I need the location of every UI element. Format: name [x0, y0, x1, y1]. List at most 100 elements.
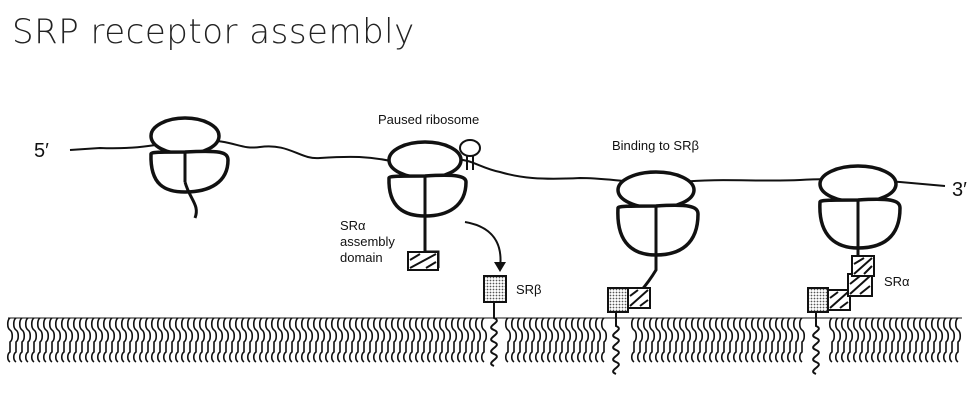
lipid-tail [740, 318, 745, 362]
lipid-tail [98, 318, 103, 362]
lipid-tail [674, 318, 679, 362]
lipid-tail [734, 318, 739, 362]
lipid-tail [56, 318, 61, 362]
ribosome-3 [618, 172, 698, 292]
lipid-tail [146, 318, 151, 362]
lipid-tail [722, 318, 727, 362]
sr-alpha-label-line2: assembly [340, 234, 395, 249]
lipid-tail [842, 318, 847, 362]
lipid-tail [230, 318, 235, 362]
lipid-tail [50, 318, 55, 362]
lipid-tail [596, 318, 601, 362]
lipid-tail [254, 318, 259, 362]
lipid-tail [776, 318, 781, 362]
lipid-tail [350, 318, 355, 362]
binding-label: Binding to SRβ [612, 138, 699, 153]
complex-3 [608, 288, 650, 312]
lipid-tail [356, 318, 361, 362]
lipid-tail [200, 318, 205, 362]
lipid-tail [638, 318, 643, 362]
lipid-tail [422, 318, 427, 362]
lipid-tail [128, 318, 133, 362]
lipid-tail [176, 318, 181, 362]
ribosome-4 [820, 166, 900, 262]
lipid-tail [686, 318, 691, 362]
page-title: SRP receptor assembly [12, 12, 415, 52]
lipid-tail [470, 318, 475, 362]
lipid-tail [668, 318, 673, 362]
lipid-tail [440, 318, 445, 362]
lipid-tail [170, 318, 175, 362]
lipid-tail [314, 318, 319, 362]
lipid-tail [704, 318, 709, 362]
lipid-tail [302, 318, 307, 362]
lipid-tail [398, 318, 403, 362]
lipid-tail [710, 318, 715, 362]
five-prime-label: 5′ [34, 140, 49, 162]
lipid-tail [860, 318, 865, 362]
lipid-tail [836, 318, 841, 362]
lipid-tail [62, 318, 67, 362]
lipid-tail [950, 318, 955, 362]
lipid-tail [482, 318, 487, 362]
lipid-tail [764, 318, 769, 362]
lipid-tail [476, 318, 481, 362]
lipid-tail [800, 318, 805, 362]
lipid-tail [572, 318, 577, 362]
lipid-tail [878, 318, 883, 362]
lipid-tail [74, 318, 79, 362]
lipid-tail [434, 318, 439, 362]
lipid-tail [194, 318, 199, 362]
lipid-tail [380, 318, 385, 362]
lipid-tail [866, 318, 871, 362]
lipid-tail [110, 318, 115, 362]
lipid-tail [692, 318, 697, 362]
lipid-tail [272, 318, 277, 362]
lipid-tail [410, 318, 415, 362]
lipid-tail [248, 318, 253, 362]
lipid-tail [728, 318, 733, 362]
lipid-tail [116, 318, 121, 362]
lipid-tail [284, 318, 289, 362]
lipid-tail [932, 318, 937, 362]
lipid-tail [266, 318, 271, 362]
lipid-tail [752, 318, 757, 362]
lipid-tail [872, 318, 877, 362]
lipid-tail [26, 318, 31, 362]
lipid-tail [560, 318, 565, 362]
lipid-tail [884, 318, 889, 362]
lipid-tail [8, 318, 13, 362]
lipid-tail [374, 318, 379, 362]
lipid-tail [926, 318, 931, 362]
lipid-tail [320, 318, 325, 362]
lipid-tail [416, 318, 421, 362]
lipid-tail [164, 318, 169, 362]
assembly-arrow [465, 222, 501, 268]
lipid-tail [554, 318, 559, 362]
sr-alpha-label-line1: SRα [340, 218, 366, 233]
lipid-tail [452, 318, 457, 362]
lipid-tail [584, 318, 589, 362]
lipid-tail [158, 318, 163, 362]
lipid-tail [290, 318, 295, 362]
lipid-tail [644, 318, 649, 362]
lipid-tail [464, 318, 469, 362]
lipid-tail [206, 318, 211, 362]
lipid-tail [896, 318, 901, 362]
lipid-tail [914, 318, 919, 362]
lipid-tail [212, 318, 217, 362]
lipid-tail [68, 318, 73, 362]
sr-beta-helix-1 [491, 302, 497, 366]
lipid-tail [770, 318, 775, 362]
lipid-tail [308, 318, 313, 362]
lipid-tail [332, 318, 337, 362]
lipid-tail [326, 318, 331, 362]
lipid-tail [428, 318, 433, 362]
lipid-tail [362, 318, 367, 362]
three-prime-label: 3′ [952, 179, 967, 201]
lipid-tail [458, 318, 463, 362]
lipid-tail [524, 318, 529, 362]
lipid-tail [518, 318, 523, 362]
